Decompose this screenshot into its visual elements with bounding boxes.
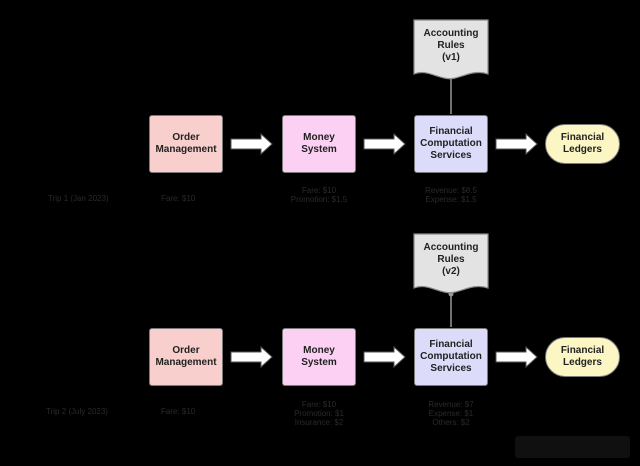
flow1-money-label: Money System (301, 132, 337, 155)
flow2-financial-computation-node: Financial Computation Services (414, 328, 488, 386)
flow2-arrow-money-to-financial (363, 345, 406, 369)
flow1-arrow-financial-to-ledger (495, 132, 538, 156)
flow2-ledger-label: Financial Ledgers (560, 345, 605, 368)
flow1-arrow-money-to-financial (363, 132, 406, 156)
flow1-financial-label: Financial Computation Services (420, 126, 482, 161)
flow2-trip-label: Trip 2 (July 2023) (46, 407, 108, 416)
flow1-financial-annotation: Revenue: $8.5 Expense: $1.5 (424, 186, 478, 204)
flow2-rules-label: Accounting Rules (v2) (423, 242, 479, 277)
flow1-order-annotation: Fare: $10 (161, 194, 196, 203)
flow1-money-system-node: Money System (282, 115, 356, 173)
flow2-rules-doc-shape (413, 233, 489, 294)
flow1-trip-label: Trip 1 (Jan 2023) (48, 194, 109, 203)
flow2-financial-ledgers-node: Financial Ledgers (545, 337, 620, 377)
flow2-arrow-financial-to-ledger (495, 345, 538, 369)
flow2-order-label: Order Management (155, 345, 217, 368)
flow2-order-annotation: Fare: $10 (161, 407, 196, 416)
flow2-money-system-node: Money System (282, 328, 356, 386)
flow2-arrow-order-to-money (230, 345, 273, 369)
flow2-financial-label: Financial Computation Services (420, 339, 482, 374)
flow1-order-management-node: Order Management (149, 115, 223, 173)
flow2-money-label: Money System (301, 345, 337, 368)
flow1-accounting-rules-doc: Accounting Rules (v1) (414, 20, 488, 78)
flow1-financial-computation-node: Financial Computation Services (414, 115, 488, 173)
watermark (515, 436, 630, 458)
flow1-rules-doc-shape (413, 19, 489, 80)
flow2-accounting-rules-doc: Accounting Rules (v2) (414, 234, 488, 292)
flow2-order-management-node: Order Management (149, 328, 223, 386)
flow1-money-annotation: Fare: $10 Promotion: $1.5 (290, 186, 348, 204)
flow1-ledger-label: Financial Ledgers (560, 132, 605, 155)
flow2-financial-annotation: Revenue: $7 Expense: $1 Others: $2 (428, 400, 474, 427)
flow1-order-label: Order Management (155, 132, 217, 155)
flow1-arrow-order-to-money (230, 132, 273, 156)
flow1-financial-ledgers-node: Financial Ledgers (545, 124, 620, 164)
flow1-rules-label: Accounting Rules (v1) (423, 28, 479, 63)
flow2-money-annotation: Fare: $10 Promotion: $1 Insurance: $2 (294, 400, 344, 427)
